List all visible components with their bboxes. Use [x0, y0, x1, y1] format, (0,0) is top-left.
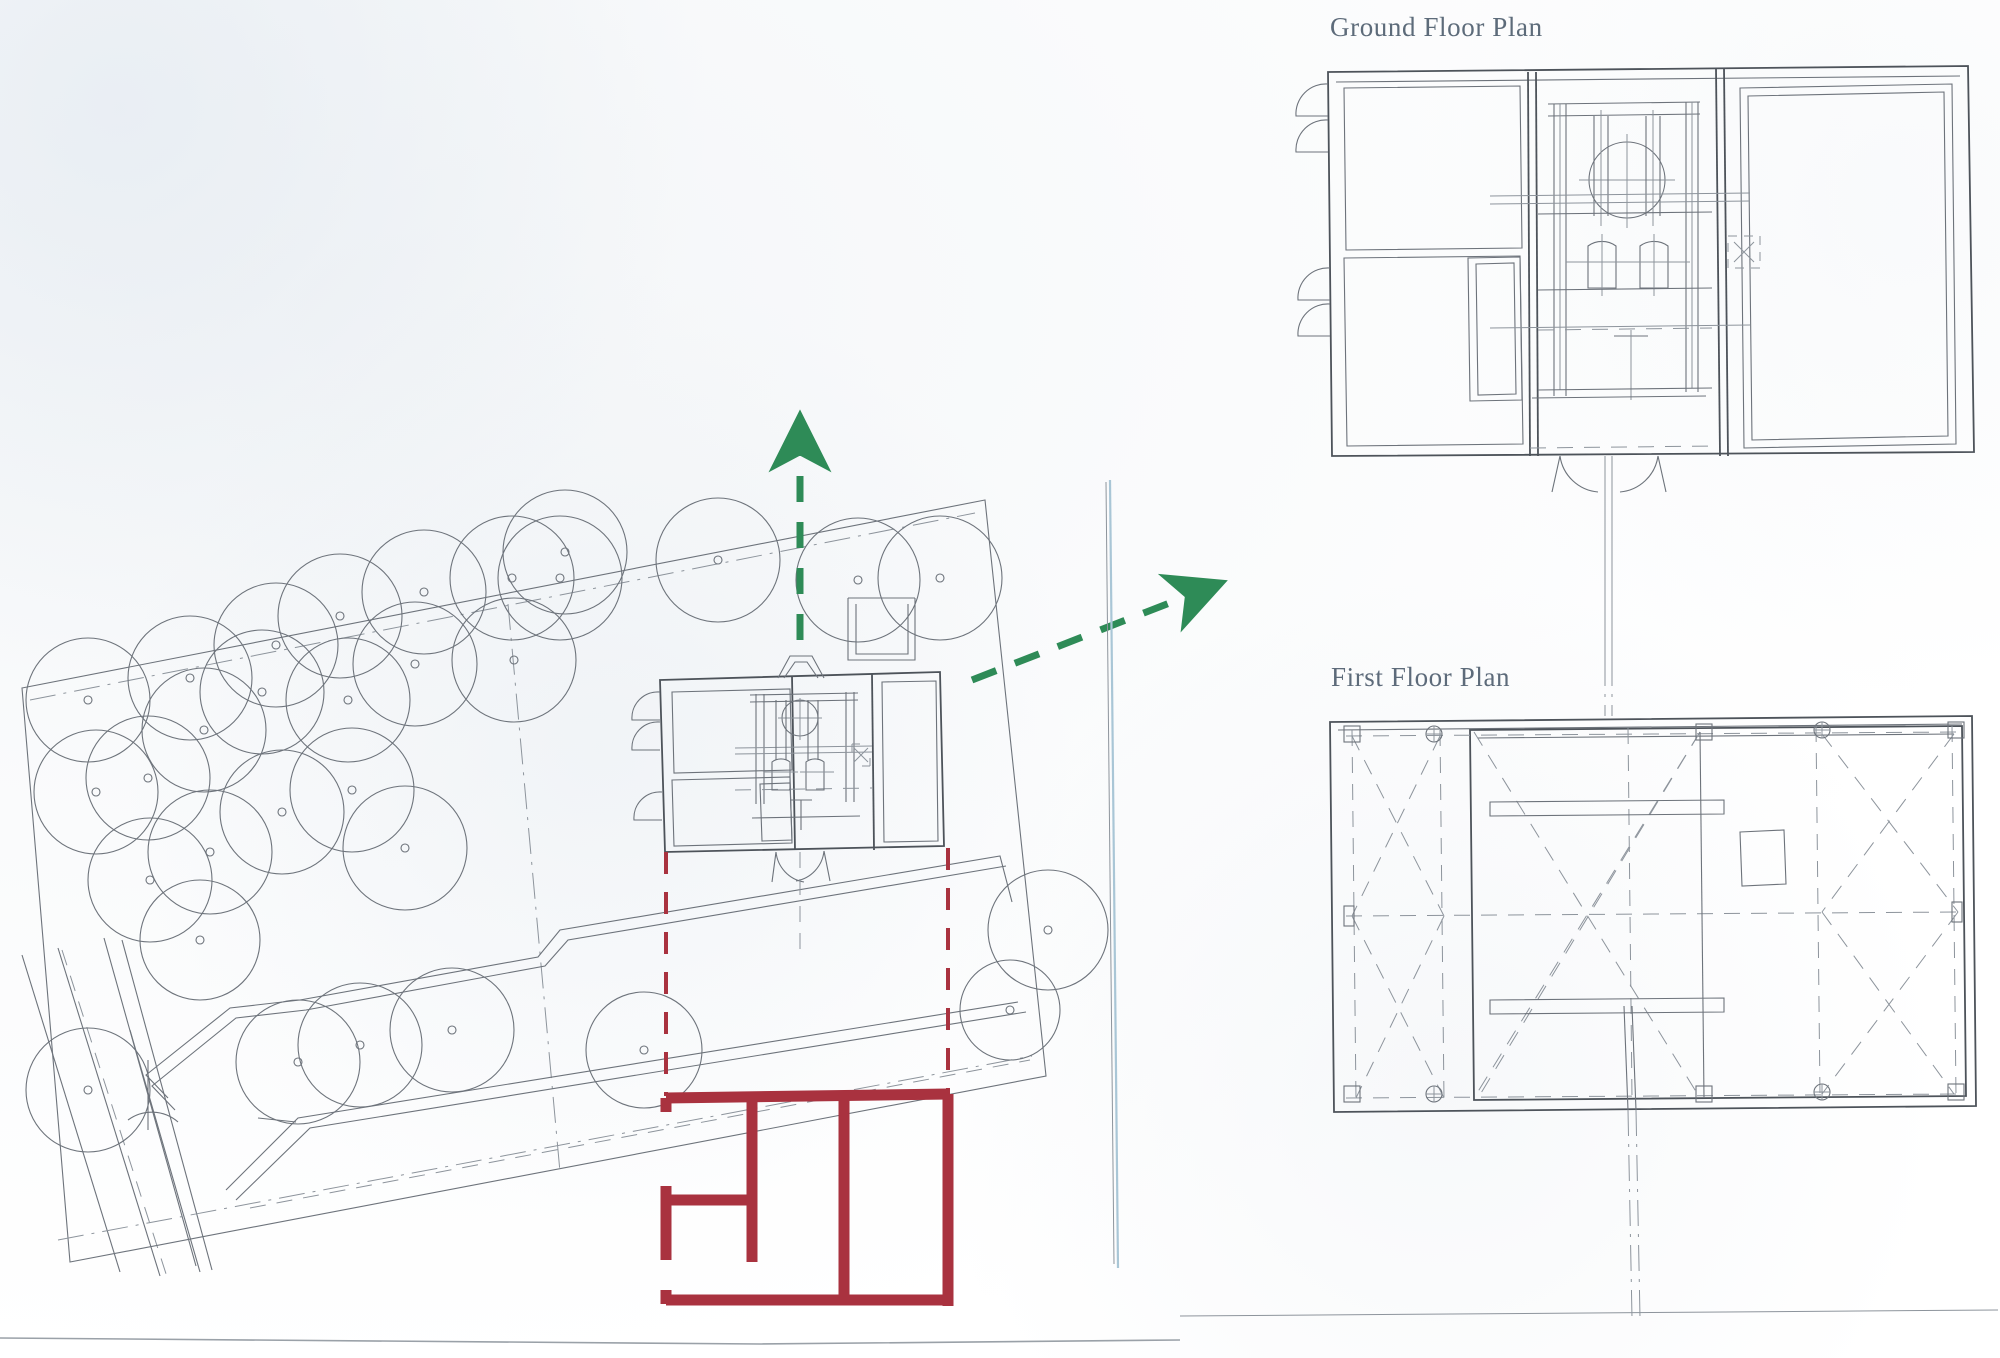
- first-floor-plan-title: First Floor Plan: [1331, 662, 1511, 692]
- tree-canopy-icon: [451, 597, 577, 723]
- tree-canopy-icon: [25, 1027, 151, 1153]
- tree-canopy-icon: [297, 982, 423, 1108]
- section-centerline: [1604, 456, 1613, 668]
- tree-canopy-icon: [33, 729, 159, 855]
- tree-canopy-icon: [219, 749, 345, 875]
- central-machinery-bay: [1489, 101, 1751, 400]
- existing-building-footprint: [660, 1088, 954, 1306]
- tree-canopy-icon: [585, 991, 703, 1109]
- tree-canopy-icon: [497, 515, 623, 641]
- tree-canopy-icon: [959, 959, 1061, 1061]
- sunken-court-outline: [847, 597, 916, 661]
- tree-canopy-icon: [139, 879, 261, 1001]
- tree-canopy-icon: [127, 615, 253, 741]
- site-boundary: [21, 499, 1047, 1263]
- tree-canopy-icon: [987, 869, 1109, 991]
- terrace-paving: [145, 855, 1031, 1209]
- red-projection-lines: [664, 848, 950, 1096]
- section-centerline: [1604, 480, 1641, 1319]
- first-floor-plan: [1329, 480, 1977, 1319]
- tree-canopy-icon: [877, 515, 1003, 641]
- tree-canopy-icon: [502, 489, 628, 615]
- roof-grid-axes: [1345, 725, 1961, 1101]
- entry-door-swing: [771, 850, 831, 952]
- site-machinery-symbols: [734, 692, 873, 830]
- ground-floor-plan-title: Ground Floor Plan: [1330, 12, 1543, 42]
- tree-canopy-icon: [277, 553, 403, 679]
- tree-canopy-icon: [289, 727, 415, 853]
- tree-canopy-icon: [141, 667, 267, 793]
- tree-canopy-icon: [87, 817, 213, 943]
- tree-canopy-icon: [361, 529, 487, 655]
- tree-canopy-icon: [795, 517, 921, 643]
- tree-canopy-icon: [213, 582, 339, 708]
- roof-beams: [1489, 799, 1725, 1015]
- entry-door-swing: [1529, 445, 1717, 493]
- tree-canopy-icon: [85, 715, 211, 841]
- view-direction-arrow: [970, 573, 1228, 684]
- roof-opening-square: [1739, 829, 1787, 887]
- site-plan: [21, 409, 1228, 1281]
- window-swing-left: [631, 691, 663, 821]
- tree-canopy-icon: [449, 515, 575, 641]
- tree-canopy-icon: [199, 629, 325, 755]
- tree-canopy-group: [25, 489, 1109, 1153]
- entrance-canopy: [777, 655, 825, 679]
- tree-canopy-icon: [655, 497, 781, 623]
- tree-canopy-icon: [352, 601, 478, 727]
- blue-guide-line: [1105, 479, 1120, 1269]
- column-markers: [1343, 721, 1965, 1103]
- path-step-detail: [127, 1060, 297, 1130]
- tree-canopy-icon: [235, 999, 361, 1125]
- tree-canopy-icon: [147, 789, 273, 915]
- hip-roof-diagonals: [1351, 731, 1959, 1099]
- sheet-edge: [0, 1309, 1999, 1345]
- ground-floor-plan: [1295, 65, 1975, 668]
- access-road: [21, 937, 213, 1281]
- window-swing-arcs: [1295, 83, 1331, 337]
- tree-canopy-icon: [389, 967, 515, 1093]
- x-opening-symbol: [851, 743, 871, 767]
- tree-canopy-icon: [285, 637, 411, 763]
- x-opening-symbol: [1727, 235, 1761, 269]
- tree-canopy-icon: [342, 785, 468, 911]
- site-building-outline: [631, 655, 945, 952]
